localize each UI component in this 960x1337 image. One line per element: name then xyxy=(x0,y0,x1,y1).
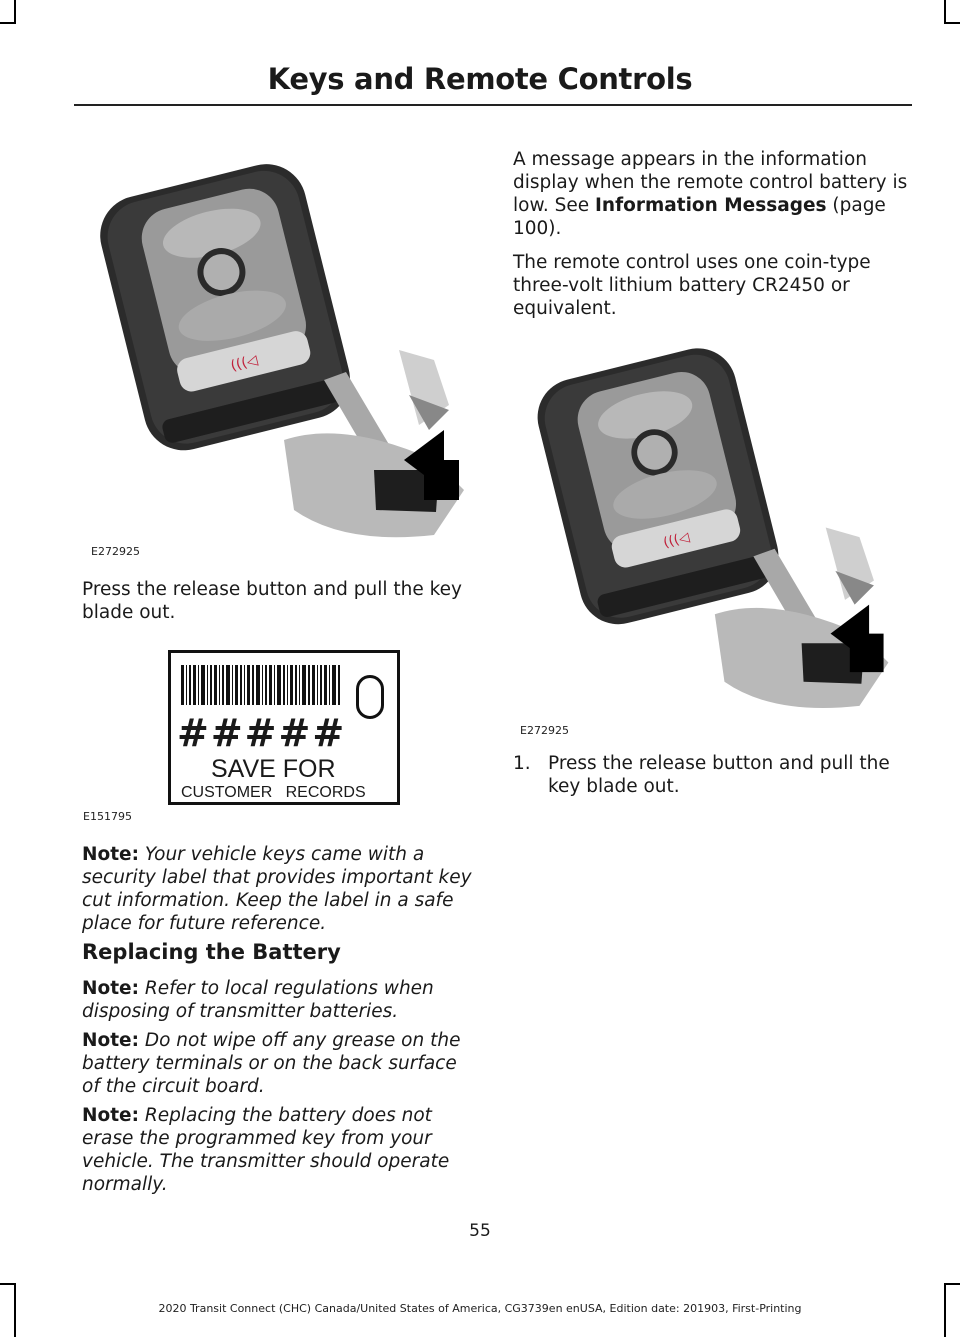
note-regulations: Note: Refer to local regulations when di… xyxy=(82,977,474,1023)
key-ring-hole xyxy=(356,675,384,719)
crop-mark xyxy=(14,0,16,24)
header-rule xyxy=(74,104,912,106)
note-label: Note: xyxy=(82,844,139,865)
footer-edition: 2020 Transit Connect (CHC) Canada/United… xyxy=(158,1302,802,1315)
key-code: ##### xyxy=(177,711,347,755)
security-label: ##### SAVE FOR CUSTOMER RECORDS xyxy=(168,650,400,805)
text: (page 100). xyxy=(513,195,886,239)
figure-id: E272925 xyxy=(91,545,140,558)
note-label: Note: xyxy=(82,1105,139,1126)
figure-id: E151795 xyxy=(83,810,132,823)
key-fob-illustration: (((◁ xyxy=(100,164,464,538)
battery-type-text: The remote control uses one coin-type th… xyxy=(513,252,871,319)
customer-records-text: CUSTOMER RECORDS xyxy=(181,784,366,801)
note-programmed-key: Note: Replacing the battery does not era… xyxy=(82,1104,478,1196)
crop-mark xyxy=(14,1283,16,1337)
figure-id: E272925 xyxy=(520,724,569,737)
text: A message appears in the information dis… xyxy=(513,149,908,216)
page-number: 55 xyxy=(469,1221,491,1241)
barcode xyxy=(181,665,340,705)
crop-mark xyxy=(944,1283,960,1285)
note-text: Do not wipe off any grease on the batter… xyxy=(82,1030,461,1097)
note-security-label: Note: Your vehicle keys came with a secu… xyxy=(82,843,474,935)
key-fob-illustration: (((◁ xyxy=(537,348,889,709)
crop-mark xyxy=(944,0,946,24)
section-title: Replacing the Battery xyxy=(82,940,341,964)
cross-reference-link[interactable]: Information Messages xyxy=(595,195,827,216)
battery-message-text: A message appears in the information dis… xyxy=(513,148,908,240)
crop-mark xyxy=(944,1283,946,1337)
note-label: Note: xyxy=(82,1030,139,1051)
crop-mark xyxy=(0,22,16,24)
step-text: Press the release button and pull the ke… xyxy=(548,753,890,797)
note-grease: Note: Do not wipe off any grease on the … xyxy=(82,1029,474,1098)
step-number: 1. xyxy=(513,753,531,774)
note-text: Refer to local regulations when disposin… xyxy=(82,978,434,1022)
page-title: Keys and Remote Controls xyxy=(267,62,693,96)
note-text: Your vehicle keys came with a security l… xyxy=(82,844,472,934)
note-label: Note: xyxy=(82,978,139,999)
note-text: Replacing the battery does not erase the… xyxy=(82,1105,450,1195)
crop-mark xyxy=(0,1283,16,1285)
instruction-text: Press the release button and pull the ke… xyxy=(82,579,462,623)
crop-mark xyxy=(944,22,960,24)
save-for-text: SAVE FOR xyxy=(211,755,336,783)
svg-text:(((◁: (((◁ xyxy=(662,529,692,551)
svg-text:(((◁: (((◁ xyxy=(229,352,259,374)
